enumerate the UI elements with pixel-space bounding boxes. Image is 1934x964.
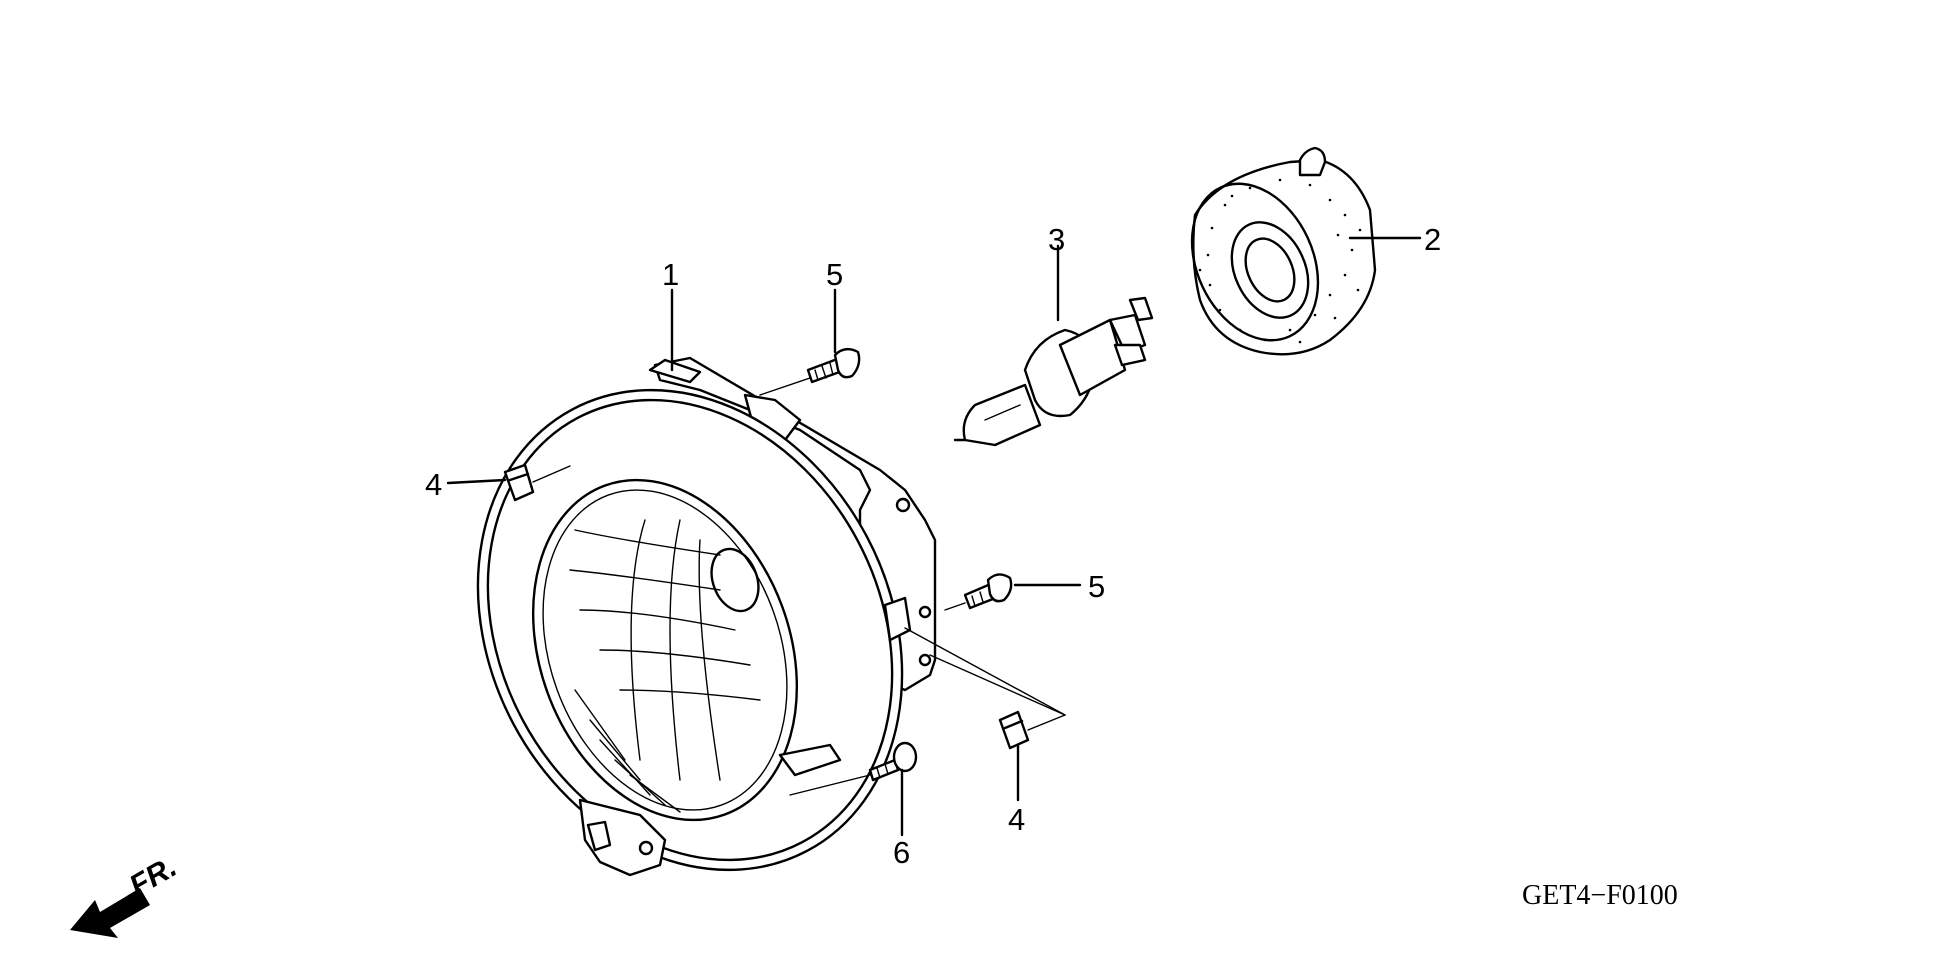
callout-1: 1 <box>662 257 679 292</box>
arrow-front-icon <box>70 888 150 938</box>
callout-4-left: 4 <box>425 467 442 502</box>
callout-2: 2 <box>1424 222 1441 257</box>
callout-4-bottom: 4 <box>1008 802 1025 837</box>
headlight-bulb <box>953 296 1154 447</box>
leader-lines <box>446 236 1422 837</box>
headlight-unit <box>476 356 937 877</box>
callout-3: 3 <box>1048 222 1065 257</box>
dust-cover <box>1190 146 1377 356</box>
screw-top <box>806 347 861 384</box>
callout-6: 6 <box>893 835 910 870</box>
screw-right <box>963 573 1013 610</box>
callout-5-top: 5 <box>826 257 843 292</box>
spring-nut-left <box>503 463 535 502</box>
tapping-screw <box>868 741 918 782</box>
callout-5-right: 5 <box>1088 569 1105 604</box>
spring-nut-bottom <box>998 710 1030 750</box>
diagram-code: GET4−F0100 <box>1522 880 1678 911</box>
